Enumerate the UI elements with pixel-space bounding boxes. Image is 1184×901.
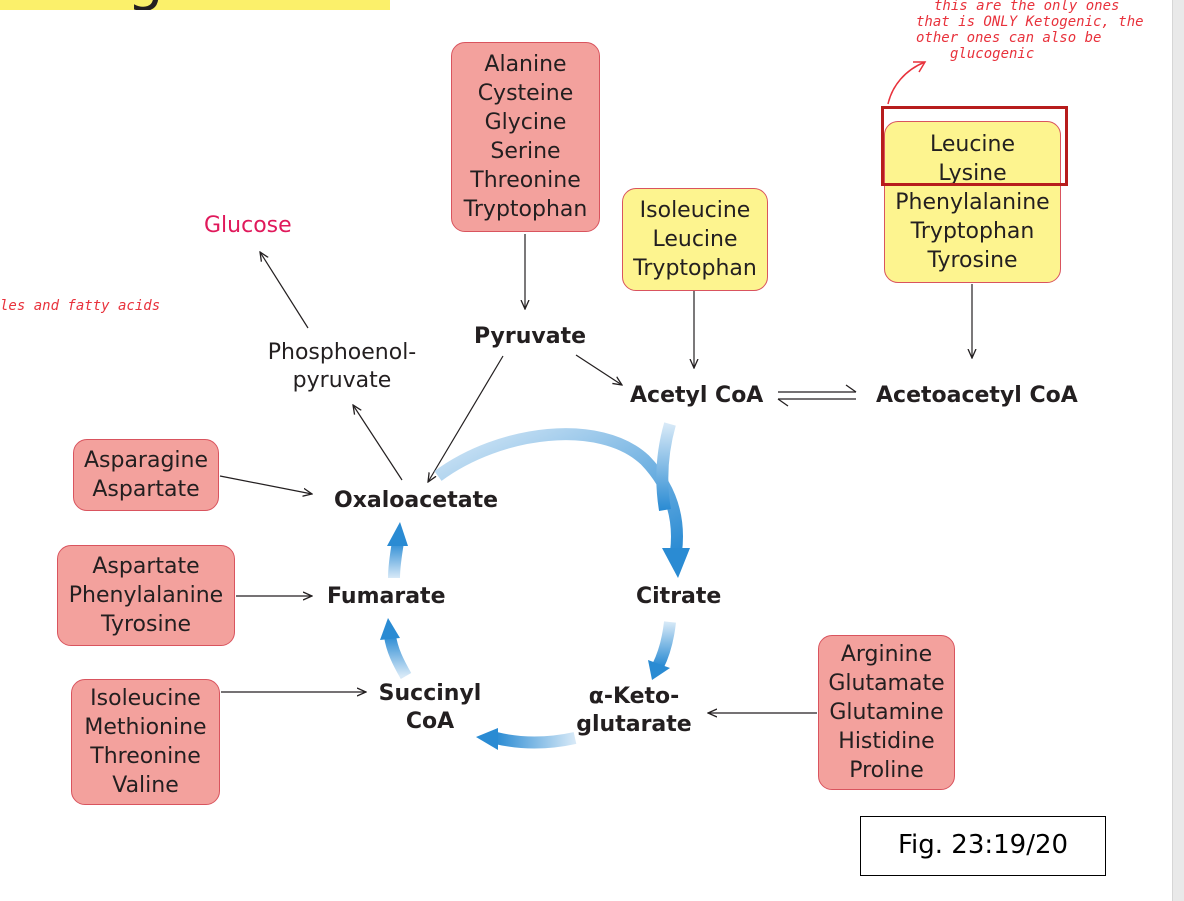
phosphoenolpyruvate-label: Phosphoenol- pyruvate [256,339,428,395]
fumarate-label: Fumarate [327,584,446,609]
cycle-arrowhead-citrate [662,548,690,578]
succinyl-source-box: Isoleucine Methionine Threonine Valine [71,679,220,805]
amino-acid-label: Isoleucine [90,686,201,711]
citrate-label: Citrate [636,584,722,609]
amino-acid-label: Methionine [84,715,207,740]
amino-acid-label: Tryptophan [910,218,1035,244]
succinyl-line-1: Succinyl [378,681,482,706]
handwritten-arrowhead [913,61,927,73]
oxaloacetate-label: Oxaloacetate [334,488,499,513]
scrollbar-track[interactable] [1172,0,1184,901]
amino-acid-label: Tryptophan [463,197,588,222]
oxaloacetate-source-box: Asparagine Aspartate [73,439,219,511]
amino-acid-label: Phenylalanine [895,189,1050,215]
arrow-pyruvate-to-acetyl-coa [575,354,622,385]
ketoglutarate-source-box: Arginine Glutamate Glutamine Histidine P… [818,635,955,790]
handwritten-note-line: glucogenic [950,46,1035,62]
glucose-label: Glucose [204,213,292,238]
ketoglutarate-label: α-Keto- glutarate [572,683,696,739]
cycle-arrowhead-fumarate [380,618,400,640]
amino-acid-label: Glycine [484,110,567,135]
amino-acid-label: Tryptophan [633,256,757,281]
handwritten-margin-note: les and fatty acids [0,298,161,314]
figure-label: Fig. 23:19/20 [860,816,1106,876]
amino-acid-label: Glutamate [828,671,945,696]
amino-acid-label: Histidine [838,729,935,754]
acetyl-coa-label: Acetyl CoA [630,383,764,408]
fumarate-source-box: Aspartate Phenylalanine Tyrosine [57,545,235,646]
arrow-asparagine-box-to-oxaloacetate [219,475,312,494]
cycle-arrowhead-oxaloacetate [387,522,408,546]
amino-acid-label: Tyrosine [100,612,192,637]
cycle-arrowhead-ketoglutarate [648,660,670,680]
cycle-arrow-succinyl-to-fumarate [384,634,412,679]
amino-acid-label: Phenylalanine [68,583,224,608]
amino-acid-label: Asparagine [83,448,209,473]
pep-line-2: pyruvate [292,368,392,393]
amino-acid-label: Serine [490,139,561,164]
handwritten-note-line: this are the only ones [934,0,1120,14]
amino-acid-label: Threonine [90,744,201,769]
page-title-fragment: Ketogenic [0,0,390,10]
ketoglutarate-line-2: glutarate [576,712,692,737]
amino-acid-label: Cysteine [477,81,574,106]
pep-line-1: Phosphoenol- [267,340,417,365]
handwritten-note: this are the only ones that is ONLY Keto… [916,0,1144,62]
arrow-pep-to-glucose [260,252,309,329]
cycle-arrow-citrate-to-ketoglutarate [652,621,676,669]
cycle-arrow-ketoglutarate-to-succinyl [494,732,577,749]
pyruvate-source-box: Alanine Cysteine Glycine Serine Threonin… [451,42,600,232]
amino-acid-label: Aspartate [92,554,200,579]
equilibrium-arrow [777,384,857,407]
arrow-oxaloacetate-to-pep [353,405,403,481]
succinyl-line-2: CoA [405,709,455,734]
handwritten-note-line: other ones can also be [916,30,1102,46]
cycle-arrowhead-succinyl [476,728,498,750]
amino-acid-label: Aspartate [92,477,200,502]
amino-acid-label: Isoleucine [639,198,751,223]
succinyl-coa-label: Succinyl CoA [376,680,484,736]
amino-acid-label: Arginine [840,642,933,667]
amino-acid-label: Proline [849,758,924,783]
acetoacetyl-coa-label: Acetoacetyl CoA [876,383,1078,408]
amino-acid-label: Glutamine [829,700,944,725]
amino-acid-label: Alanine [484,52,567,77]
handwritten-note-line: that is ONLY Ketogenic, the [916,14,1144,30]
arrow-pyruvate-to-oxaloacetate [428,355,504,482]
pyruvate-label: Pyruvate [474,324,587,349]
amino-acid-label: Tyrosine [927,247,1018,273]
amino-acid-label: Leucine [929,131,1016,157]
highlight-rectangle [881,106,1068,186]
cycle-arrow-fumarate-to-oxaloacetate [388,541,404,579]
acetyl-source-box: Isoleucine Leucine Tryptophan [622,188,768,291]
ketoglutarate-line-1: α-Keto- [588,684,680,709]
acetoacetyl-source-box: Leucine Lysine Phenylalanine Tryptophan … [884,121,1061,283]
amino-acid-label: Leucine [652,227,738,252]
cycle-arrows [380,422,690,750]
amino-acid-label: Valine [112,773,179,798]
amino-acid-label: Threonine [470,168,581,193]
cycle-arrow-oxaloacetate-to-citrate [434,428,683,553]
handwritten-arrow [887,61,926,105]
amino-acid-label: Lysine [938,160,1007,186]
cycle-arrow-acetyl-to-citrate [656,422,676,511]
